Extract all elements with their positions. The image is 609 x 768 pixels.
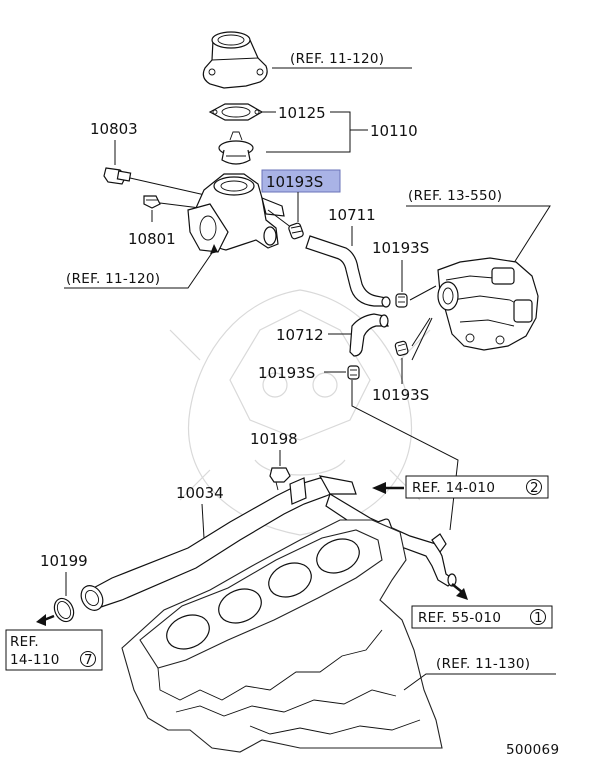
ref-55-010: REF. 55-010 — [418, 610, 501, 626]
label-10711: 10711 — [328, 206, 376, 224]
label-10803: 10803 — [90, 120, 138, 138]
bolt-10198[interactable] — [269, 467, 291, 491]
ref-55-010-box[interactable]: REF. 55-010 1 — [411, 605, 553, 629]
label-10193s-highlight: 10193S — [266, 173, 323, 191]
watermark-emblem — [169, 289, 431, 536]
ref-14-110-line2: 14-110 — [10, 652, 60, 668]
hose-clamp-top[interactable] — [288, 222, 304, 240]
cylinder-head[interactable] — [121, 519, 443, 753]
ref-11-120-top[interactable]: (REF. 11-120) — [290, 51, 384, 67]
ref-11-130[interactable]: (REF. 11-130) — [436, 656, 530, 672]
ref-14-110-line1: REF. — [10, 634, 39, 650]
ref-11-120-left[interactable]: (REF. 11-120) — [66, 271, 160, 287]
highlight-10193s[interactable]: 10193S — [261, 169, 341, 193]
ref-14-110-num: 7 — [84, 652, 93, 668]
label-10199: 10199 — [40, 552, 88, 570]
water-outlet-cap[interactable] — [202, 31, 268, 89]
water-hose-10712[interactable] — [349, 313, 389, 357]
label-10198: 10198 — [250, 430, 298, 448]
diagram-code: 500069 — [506, 742, 559, 758]
throttle-body[interactable] — [437, 257, 539, 351]
ref-55-010-num: 1 — [534, 610, 543, 626]
gasket-10125[interactable] — [208, 103, 264, 121]
label-10193s-a: 10193S — [372, 239, 429, 257]
label-10801: 10801 — [128, 230, 176, 248]
label-10193s-c: 10193S — [372, 386, 429, 404]
label-10712: 10712 — [276, 326, 324, 344]
ref-14-010: REF. 14-010 — [412, 480, 495, 496]
label-10034: 10034 — [176, 484, 224, 502]
hose-clamp-right[interactable] — [395, 293, 408, 308]
thermostat[interactable] — [218, 131, 254, 165]
label-10110: 10110 — [370, 122, 418, 140]
ref-14-010-box[interactable]: REF. 14-010 2 — [405, 475, 549, 499]
ref-13-550[interactable]: (REF. 13-550) — [408, 188, 502, 204]
label-10125: 10125 — [278, 104, 326, 122]
ref-14-010-num: 2 — [530, 480, 539, 496]
hose-clamp-lower-left[interactable] — [347, 365, 360, 380]
label-10193s-b: 10193S — [258, 364, 315, 382]
ref-14-110-box[interactable]: REF. 14-110 7 — [5, 629, 103, 671]
hose-clamp-lower-right[interactable] — [394, 340, 409, 356]
water-temp-switch-10801[interactable] — [143, 195, 161, 209]
o-ring-10199[interactable] — [51, 595, 77, 624]
water-temp-sensor-10803[interactable] — [103, 167, 132, 185]
water-hose-10711[interactable] — [305, 235, 391, 308]
